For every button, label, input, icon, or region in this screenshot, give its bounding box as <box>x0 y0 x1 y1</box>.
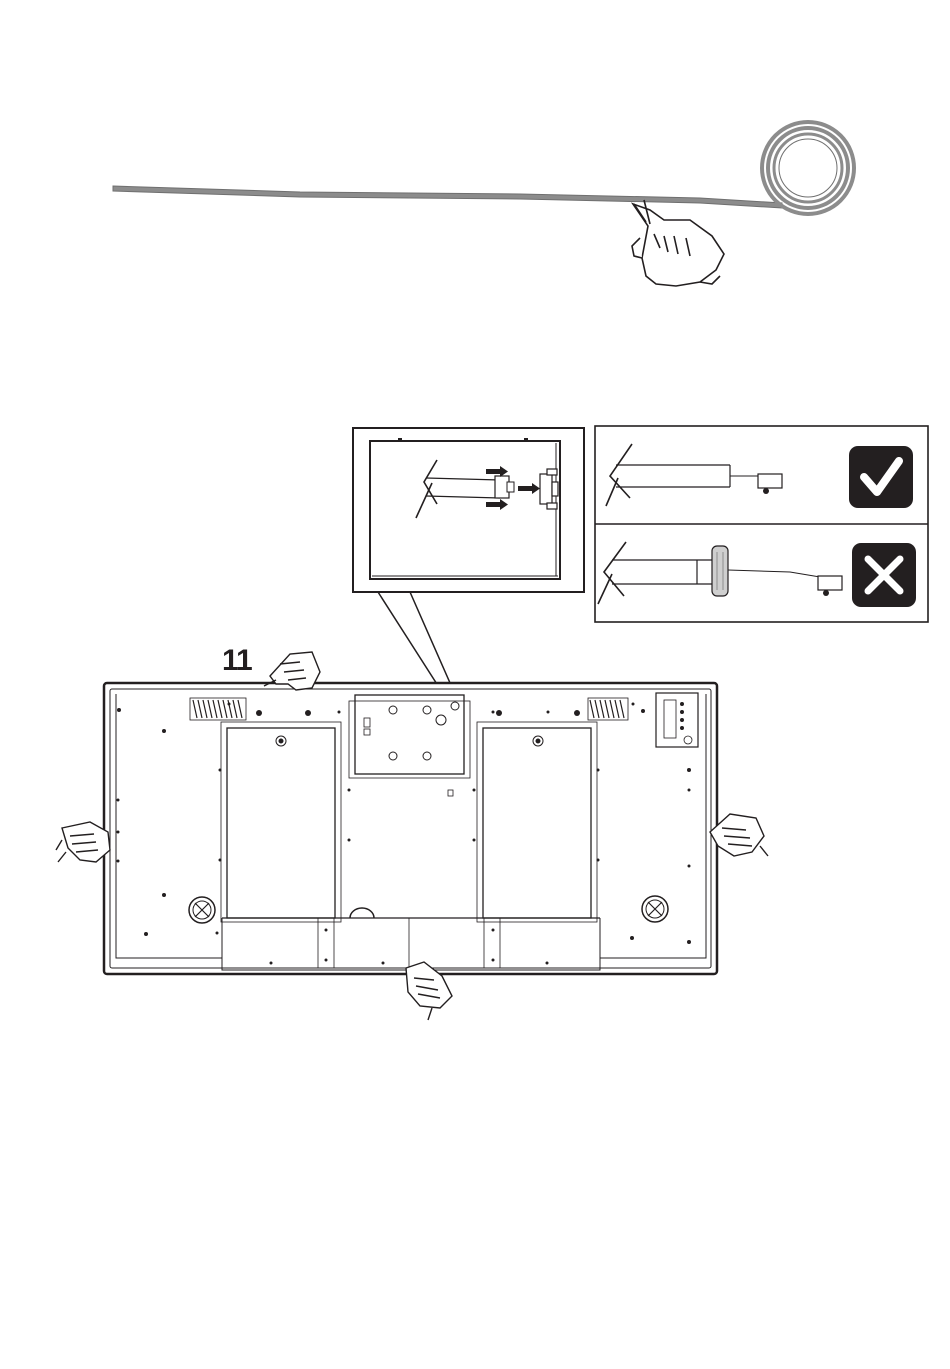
cable-coil <box>762 122 854 214</box>
cable-cut-illustration <box>113 122 854 286</box>
connector-detail-inset <box>353 428 584 692</box>
socket <box>540 469 558 509</box>
tv-back-panel <box>104 683 717 974</box>
hand-left-icon <box>56 822 110 862</box>
speaker-right <box>642 896 668 922</box>
hand-right-icon <box>710 814 768 856</box>
step-number: 11 <box>222 644 252 678</box>
cutter-hand-icon <box>632 200 724 286</box>
cross-icon <box>852 543 916 607</box>
routing-comparison-panel <box>595 426 928 622</box>
cable-strip <box>113 186 782 208</box>
speaker-left <box>189 897 215 923</box>
ferrite-core <box>712 546 728 596</box>
check-icon <box>849 446 913 508</box>
callout-pointer <box>378 592 454 692</box>
